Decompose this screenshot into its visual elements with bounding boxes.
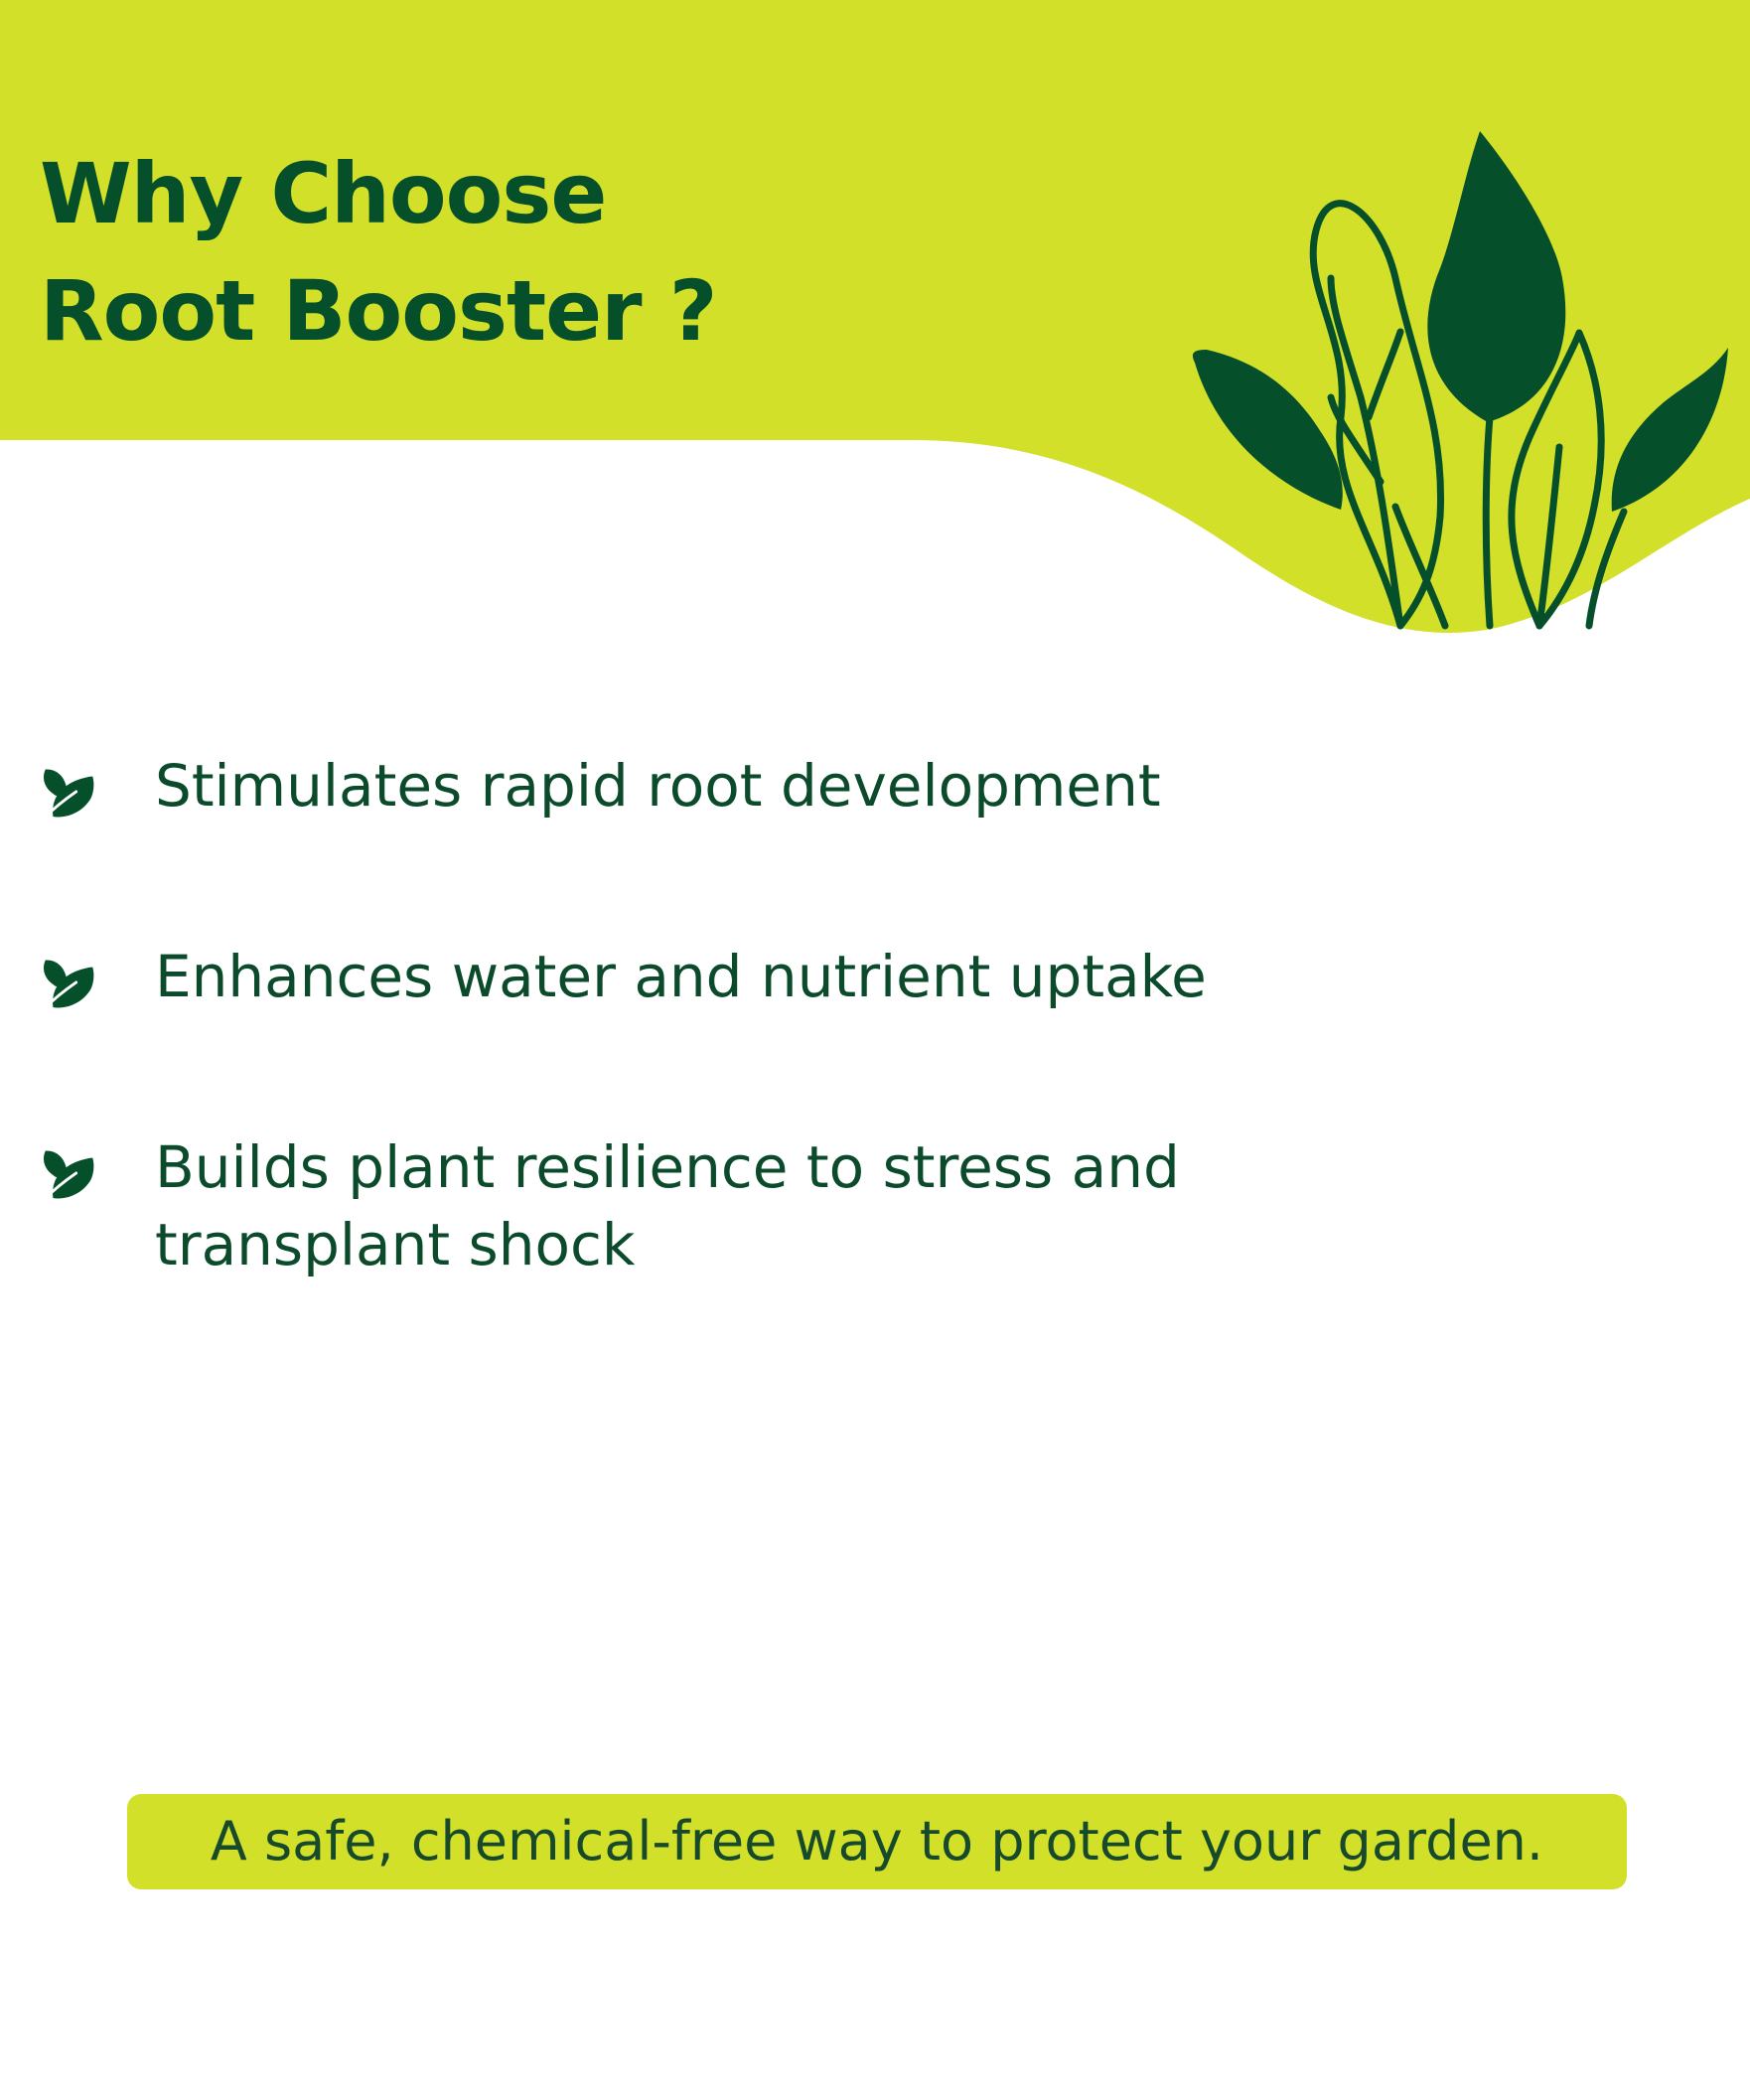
plant-illustration bbox=[1192, 131, 1728, 630]
dark-leaf-center bbox=[1427, 131, 1566, 422]
benefit-line: Builds plant resilience to stress and bbox=[155, 1133, 1180, 1201]
leaf-icon bbox=[42, 1150, 94, 1202]
benefit-text: Builds plant resilience to stress and tr… bbox=[155, 1128, 1347, 1283]
leaf-icon-back bbox=[44, 960, 67, 987]
dark-leaf-right bbox=[1611, 348, 1728, 512]
outline-leaf-left-vein bbox=[1327, 274, 1404, 630]
outline-leaf-right-stem bbox=[1535, 443, 1563, 630]
leaf-icon-back bbox=[44, 1150, 67, 1178]
leaf-icon-front bbox=[53, 967, 94, 1008]
page-title: Why Choose Root Booster ? bbox=[40, 135, 934, 370]
title-line-2: Root Booster ? bbox=[40, 262, 717, 360]
stem-center bbox=[1482, 413, 1494, 630]
benefit-line: Enhances water and nutrient uptake bbox=[155, 943, 1207, 1010]
benefit-text: Enhances water and nutrient uptake bbox=[155, 938, 1347, 1015]
leaf-icon-stem bbox=[42, 980, 78, 1011]
outline-leaf-right bbox=[1508, 329, 1605, 630]
stem-small-right bbox=[1585, 508, 1628, 630]
leaf-icon bbox=[42, 960, 94, 1011]
leaf-icon bbox=[42, 769, 94, 821]
benefit-line: transplant shock bbox=[155, 1211, 636, 1278]
leaf-icon-back bbox=[44, 769, 67, 797]
leaf-icon-stem bbox=[42, 790, 78, 821]
leaf-icon-stem bbox=[42, 1171, 78, 1202]
tagline-banner: A safe, chemical-free way to protect you… bbox=[127, 1794, 1627, 1889]
outline-leaf-left bbox=[1309, 200, 1445, 630]
title-line-1: Why Choose bbox=[40, 145, 607, 242]
stem-small-left bbox=[1391, 503, 1449, 630]
dark-leaf-left bbox=[1192, 350, 1343, 510]
outline-leaf-left-side-vein-2 bbox=[1365, 328, 1404, 421]
benefit-line: Stimulates rapid root development bbox=[155, 752, 1161, 820]
benefit-text: Stimulates rapid root development bbox=[155, 747, 1347, 825]
leaf-icon-front bbox=[53, 1157, 94, 1199]
outline-leaf-left-side-vein-1 bbox=[1327, 393, 1385, 486]
leaf-icon-front bbox=[53, 776, 94, 818]
